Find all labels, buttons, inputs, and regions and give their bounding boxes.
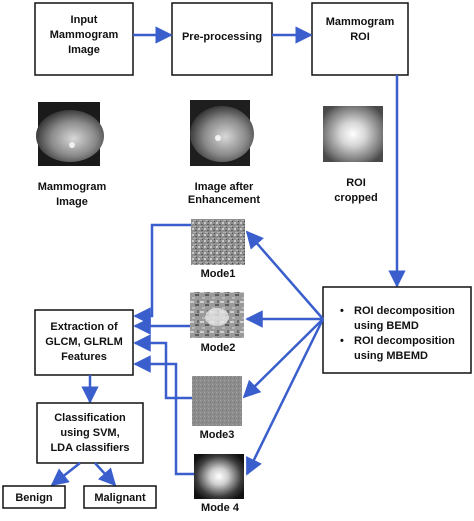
extraction-line-3: Features (61, 351, 107, 363)
roi-box-line-1: Mammogram (326, 16, 395, 28)
extraction-line-1: Extraction of (50, 321, 118, 333)
mode3-image (192, 376, 242, 426)
arrow-mode1-to-extraction (133, 223, 191, 325)
mode2-image (190, 292, 244, 338)
classification-line-1: Classification (54, 412, 126, 424)
classification-box: Classification using SVM, LDA classifier… (36, 402, 144, 464)
arrow-classification-to-benign (50, 462, 81, 487)
mammogram-caption-line-2: Image (56, 196, 88, 208)
arrow-classification-to-malignant (94, 462, 117, 487)
mode4-label: Mode 4 (201, 502, 240, 514)
enhanced-caption-line-1: Image after (195, 181, 254, 193)
roi-box-line-2: ROI (350, 31, 370, 43)
feature-extraction-box: Extraction of GLCM, GLRLM Features (34, 309, 134, 376)
preprocessing-label: Pre-processing (182, 31, 262, 43)
malignant-label: Malignant (94, 492, 146, 504)
arrow-mode3-to-extraction (133, 334, 192, 400)
mode1-image (191, 219, 245, 265)
enhanced-mammogram-thumbnail (190, 100, 254, 166)
extraction-line-2: GLCM, GLRLM (45, 336, 123, 348)
input-box-line-2: Mammogram (50, 29, 119, 41)
input-box-line-3: Image (68, 44, 100, 56)
arrow-decomp-to-mode3 (242, 318, 324, 399)
roi-cropped-thumbnail (323, 106, 383, 162)
mammogram-thumbnail (36, 102, 104, 166)
decomposition-bullet-2: • (340, 335, 344, 347)
decomposition-bullet-1: • (340, 305, 344, 317)
roi-decomposition-box: • ROI decomposition using BEMD • ROI dec… (322, 286, 472, 374)
mammogram-roi-box: Mammogram ROI (311, 2, 409, 76)
classification-line-2: using SVM, (60, 427, 119, 439)
arrow-decomp-to-mode4 (245, 318, 325, 476)
input-image-box: Input Mammogram Image (34, 2, 134, 76)
mode1-label: Mode1 (201, 268, 236, 280)
arrow-mode4-to-extraction (133, 355, 194, 476)
mammogram-caption-line-1: Mammogram (38, 181, 107, 193)
mode4-image (194, 454, 244, 499)
enhanced-caption-line-2: Enhancement (188, 194, 260, 206)
benign-label: Benign (15, 492, 53, 504)
roi-caption-line-1: ROI (346, 177, 366, 189)
arrow-decomp-to-mode1 (245, 230, 324, 320)
decomposition-mbemd-line-2: using MBEMD (354, 350, 428, 362)
decomposition-bemd-line-1: ROI decomposition (354, 305, 455, 317)
decomposition-bemd-line-2: using BEMD (354, 320, 419, 332)
decomposition-mbemd-line-1: ROI decomposition (354, 335, 455, 347)
mode2-label: Mode2 (201, 342, 236, 354)
benign-box: Benign (2, 485, 66, 509)
malignant-box: Malignant (83, 485, 157, 509)
classification-line-3: LDA classifiers (50, 442, 129, 454)
mode3-label: Mode3 (200, 429, 235, 441)
preprocessing-box: Pre-processing (171, 2, 273, 76)
input-box-line-1: Input (71, 14, 98, 26)
roi-caption-line-2: cropped (334, 192, 377, 204)
